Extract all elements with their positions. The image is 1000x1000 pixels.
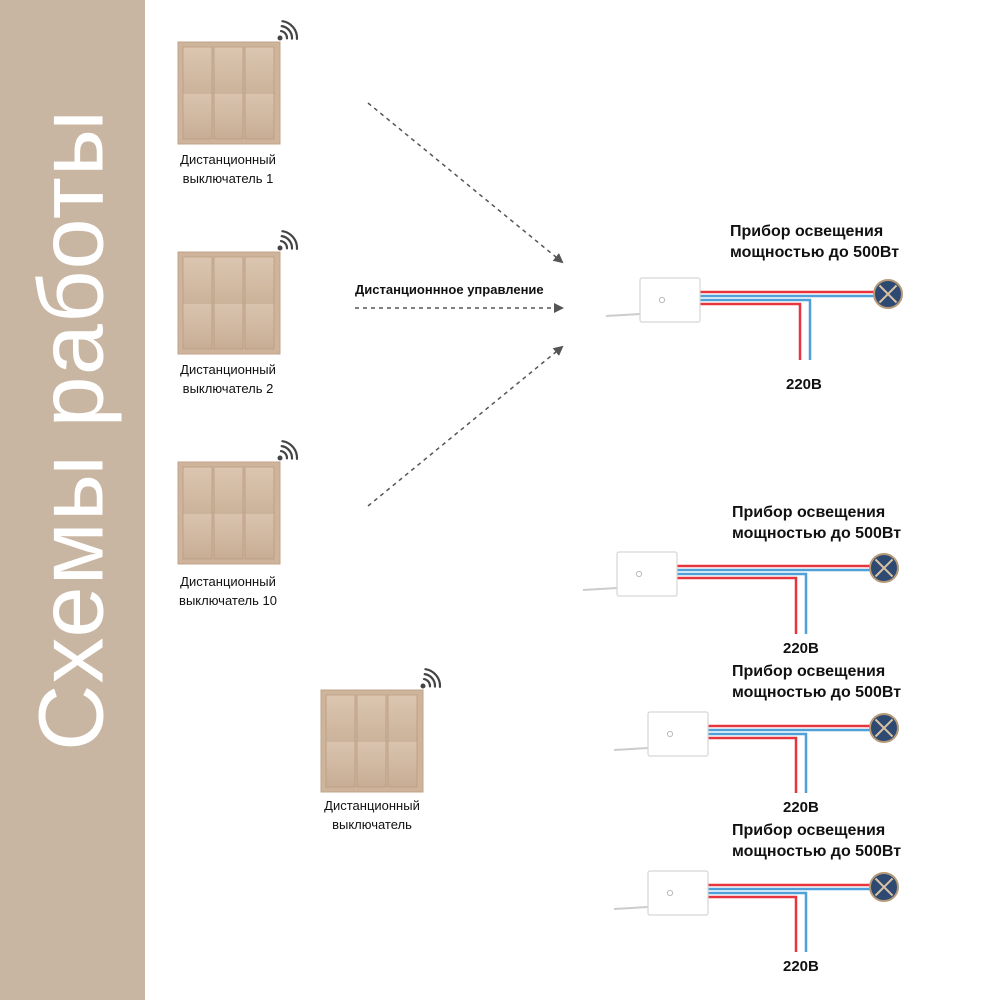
lamp-title-4: Прибор освещения мощностью до 500Вт bbox=[732, 820, 901, 862]
wire-live-supply bbox=[708, 736, 798, 793]
switch-1-label-line2: выключатель 1 bbox=[182, 171, 274, 186]
lamp-title-1-line1: Прибор освещения bbox=[730, 223, 884, 240]
remote-switch-10 bbox=[177, 440, 299, 565]
wifi-signal-icon bbox=[420, 668, 442, 689]
relay-module bbox=[616, 551, 678, 597]
lamp-title-3-line1: Прибор освещения bbox=[732, 663, 886, 680]
power-cord bbox=[613, 906, 649, 910]
lamp-title-2-line2: мощностью до 500Вт bbox=[732, 525, 902, 542]
lamp-title-4-line1: Прибор освещения bbox=[732, 822, 886, 839]
lamp-title-4-line2: мощностью до 500Вт bbox=[732, 843, 902, 860]
lighting-unit-1 bbox=[605, 277, 903, 360]
switch-single-label: Дистанционный выключатель bbox=[312, 796, 432, 834]
voltage-label-4: 220В bbox=[783, 958, 819, 975]
wifi-signal-icon bbox=[277, 230, 299, 251]
voltage-label-2: 220В bbox=[783, 640, 819, 657]
lamp-title-2-line1: Прибор освещения bbox=[732, 504, 886, 521]
wire-live-supply bbox=[700, 302, 802, 360]
switch-panel-svg bbox=[177, 20, 299, 145]
wire-neutral-supply bbox=[708, 891, 808, 952]
lighting-unit-4 bbox=[613, 870, 899, 952]
remote-switch-single bbox=[320, 668, 442, 793]
wire-neutral-supply bbox=[700, 298, 812, 360]
wire-neutral-supply bbox=[708, 732, 808, 793]
switch-10-label-line1: Дистанционный bbox=[180, 574, 276, 589]
relay-indicator-icon bbox=[635, 570, 643, 578]
switch-1-label: Дистанционный выключатель 1 bbox=[168, 150, 288, 188]
power-cord bbox=[582, 587, 618, 591]
wire-live-supply bbox=[708, 895, 798, 952]
switch-1-label-line1: Дистанционный bbox=[180, 152, 276, 167]
switch-2-label-line1: Дистанционный bbox=[180, 362, 276, 377]
switch-single-label-line1: Дистанционный bbox=[324, 798, 420, 813]
lighting-unit-2 bbox=[582, 551, 899, 634]
lamp-title-1: Прибор освещения мощностью до 500Вт bbox=[730, 221, 899, 263]
arrow-from-switch-10 bbox=[367, 345, 564, 507]
lamp-title-2: Прибор освещения мощностью до 500Вт bbox=[732, 502, 901, 544]
lamp-title-3-line2: мощностью до 500Вт bbox=[732, 684, 902, 701]
relay-module bbox=[647, 870, 709, 916]
switch-panel-svg bbox=[177, 230, 299, 355]
voltage-label-3: 220В bbox=[783, 799, 819, 816]
lamp-icon bbox=[869, 872, 899, 902]
wire-live-supply bbox=[677, 576, 798, 634]
lamp-icon bbox=[873, 279, 903, 309]
relay-indicator-icon bbox=[658, 296, 666, 304]
lamp-icon bbox=[869, 553, 899, 583]
remote-switch-2 bbox=[177, 230, 299, 355]
remote-switch-1 bbox=[177, 20, 299, 145]
lamp-title-1-line2: мощностью до 500Вт bbox=[730, 244, 900, 261]
voltage-label-1: 220В bbox=[786, 376, 822, 393]
wifi-signal-icon bbox=[277, 440, 299, 461]
power-cord bbox=[605, 313, 641, 317]
switch-10-label-line2: выключатель 10 bbox=[179, 593, 277, 608]
switch-2-label-line2: выключатель 2 bbox=[182, 381, 274, 396]
lamp-icon bbox=[869, 713, 899, 743]
remote-control-label: Дистанционнное управление bbox=[355, 282, 544, 297]
power-cord bbox=[613, 747, 649, 751]
lighting-unit-3 bbox=[613, 711, 899, 793]
switch-panel-svg bbox=[177, 440, 299, 565]
switch-2-label: Дистанционный выключатель 2 bbox=[168, 360, 288, 398]
switch-single-label-line2: выключатель bbox=[332, 817, 412, 832]
wire-neutral-supply bbox=[677, 572, 808, 634]
switch-panel-svg bbox=[320, 668, 442, 793]
side-band bbox=[0, 0, 145, 1000]
relay-module bbox=[639, 277, 701, 323]
relay-indicator-icon bbox=[666, 730, 674, 738]
lamp-title-3: Прибор освещения мощностью до 500Вт bbox=[732, 661, 901, 703]
wifi-signal-icon bbox=[277, 20, 299, 41]
relay-module bbox=[647, 711, 709, 757]
switch-10-label: Дистанционный выключатель 10 bbox=[168, 572, 288, 610]
relay-indicator-icon bbox=[666, 889, 674, 897]
arrow-from-switch-1 bbox=[367, 102, 564, 264]
